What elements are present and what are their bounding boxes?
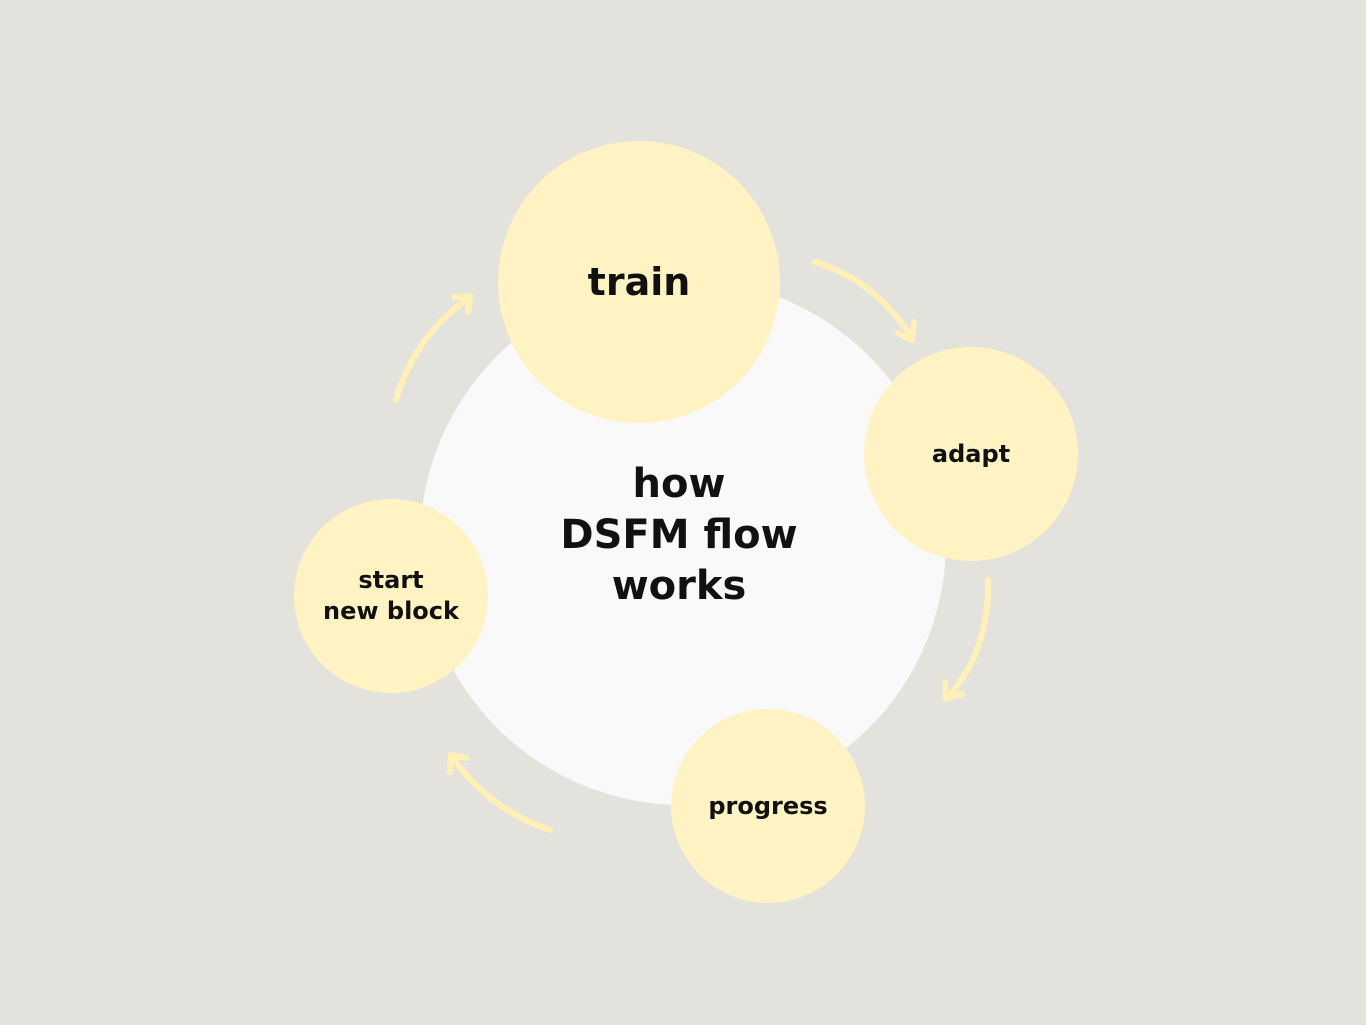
arrow-progress-to-start xyxy=(447,752,553,833)
node-train: train xyxy=(498,141,780,423)
node-start-new-block-label: start new block xyxy=(323,566,459,625)
node-adapt-label: adapt xyxy=(931,440,1011,468)
node-adapt: adapt xyxy=(864,347,1078,561)
arrow-start-to-train xyxy=(393,293,473,403)
arrow-adapt-to-progress xyxy=(942,577,992,702)
hub-title: how DSFM flow works xyxy=(560,460,798,609)
node-start-new-block: start new block xyxy=(294,499,488,693)
node-train-label: train xyxy=(587,260,691,304)
node-progress: progress xyxy=(671,709,865,903)
node-progress-label: progress xyxy=(708,792,828,820)
arrow-train-to-adapt xyxy=(812,259,917,343)
